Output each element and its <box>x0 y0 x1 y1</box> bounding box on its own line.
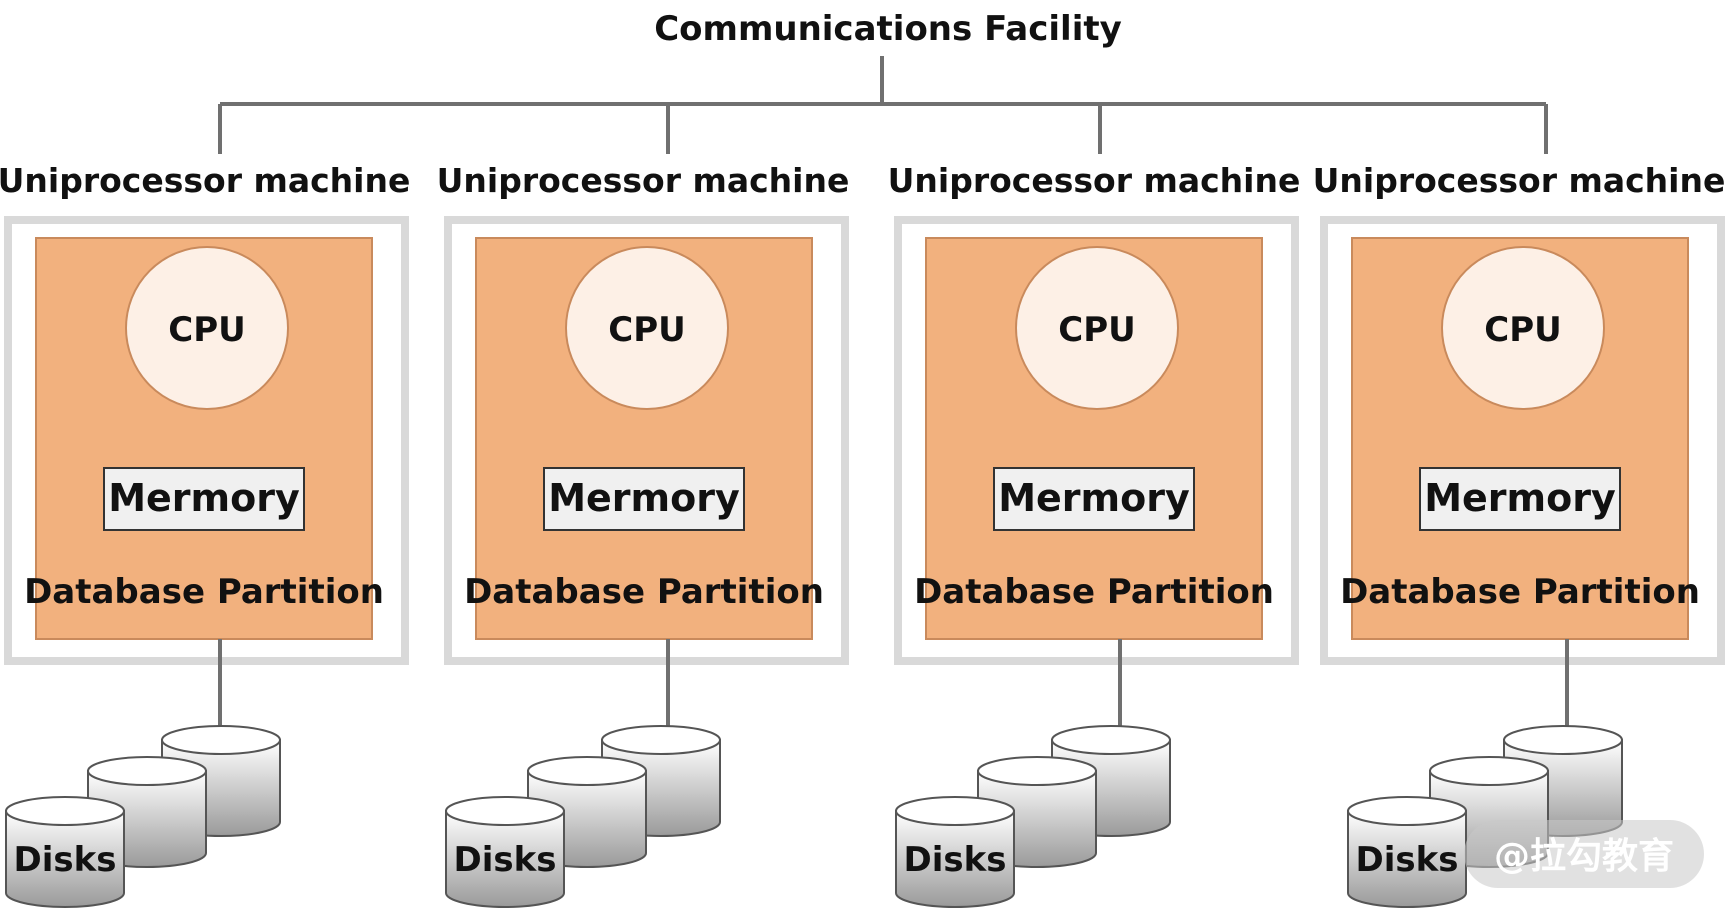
disk-cylinder <box>5 810 125 908</box>
partition-label: Database Partition <box>464 572 824 612</box>
disks-label: Disks <box>14 840 117 880</box>
cpu-circle <box>125 246 289 410</box>
disk-top <box>895 796 1015 826</box>
memory-label: Mermory <box>548 476 740 520</box>
machine-label: Uniprocessor machine <box>437 161 850 200</box>
watermark: @拉勾教育 <box>1464 820 1704 888</box>
disk-cylinder <box>895 810 1015 908</box>
partition-label: Database Partition <box>1340 572 1700 612</box>
disks-label: Disks <box>1356 840 1459 880</box>
machine-label: Uniprocessor machine <box>1313 161 1726 200</box>
disk-cylinder <box>445 810 565 908</box>
machine-frame <box>444 216 849 665</box>
machine-node: Uniprocessor machine CPU Mermory Databas… <box>437 161 850 908</box>
memory-box <box>543 467 745 531</box>
machine-label: Uniprocessor machine <box>888 161 1301 200</box>
machine-node: Uniprocessor machine CPU Mermory Databas… <box>888 161 1301 908</box>
machine-frame <box>1320 216 1725 665</box>
memory-label: Mermory <box>108 476 300 520</box>
disk-top <box>87 756 207 786</box>
partition-label: Database Partition <box>24 572 384 612</box>
partition-label: Database Partition <box>914 572 1274 612</box>
machine-frame <box>4 216 409 665</box>
cpu-circle <box>1441 246 1605 410</box>
cpu-label: CPU <box>1058 310 1135 350</box>
disk-top <box>1429 756 1549 786</box>
disk-cylinder <box>1347 810 1467 908</box>
watermark-text: @拉勾教育 <box>1494 836 1674 877</box>
disk-stack <box>895 725 1171 908</box>
machine-node: Uniprocessor machine CPU Mermory Databas… <box>0 161 410 908</box>
disk-stack <box>445 725 721 908</box>
disk-top <box>161 725 281 755</box>
disks-label: Disks <box>454 840 557 880</box>
cpu-label: CPU <box>1484 310 1561 350</box>
memory-box <box>1419 467 1621 531</box>
disk-top <box>977 756 1097 786</box>
diagram-title: Communications Facility <box>654 9 1122 49</box>
disk-stack <box>5 725 281 908</box>
cpu-label: CPU <box>608 310 685 350</box>
disk-top <box>1051 725 1171 755</box>
disk-top <box>445 796 565 826</box>
disk-top <box>1503 725 1623 755</box>
machine-node: Uniprocessor machine CPU Mermory Databas… <box>1313 161 1726 908</box>
disks-label: Disks <box>904 840 1007 880</box>
machine-frame <box>894 216 1299 665</box>
memory-label: Mermory <box>1424 476 1616 520</box>
disk-top <box>1347 796 1467 826</box>
memory-box <box>993 467 1195 531</box>
machine-label: Uniprocessor machine <box>0 161 410 200</box>
cpu-circle <box>565 246 729 410</box>
disk-top <box>5 796 125 826</box>
memory-label: Mermory <box>998 476 1190 520</box>
cpu-label: CPU <box>168 310 245 350</box>
disk-stack <box>1347 725 1623 908</box>
communications-bus <box>218 56 1548 154</box>
disk-top <box>601 725 721 755</box>
disk-top <box>527 756 647 786</box>
cpu-circle <box>1015 246 1179 410</box>
memory-box <box>103 467 305 531</box>
